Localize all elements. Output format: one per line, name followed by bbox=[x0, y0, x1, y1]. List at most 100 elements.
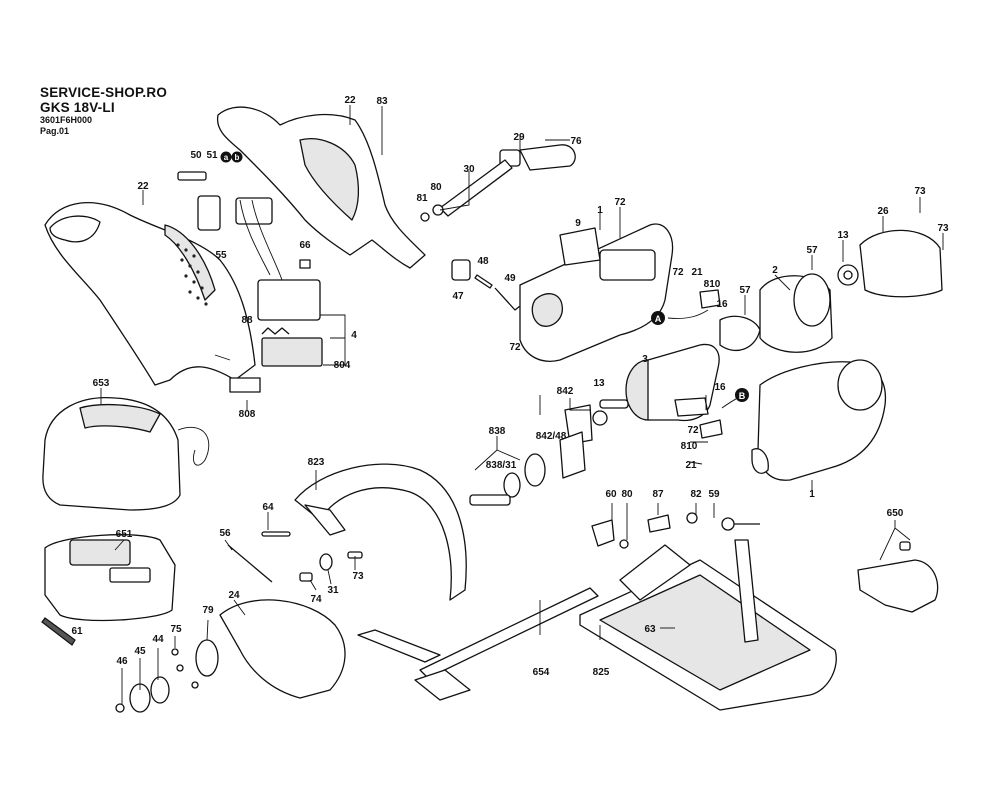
part-label: 653 bbox=[93, 378, 110, 389]
part-label: 30 bbox=[463, 164, 475, 175]
connector-a-marker: A bbox=[651, 311, 665, 325]
part-label: 64 bbox=[262, 502, 274, 513]
part-label: 24 bbox=[228, 590, 240, 601]
part-label: 842/48 bbox=[536, 431, 567, 442]
shaft-and-knob bbox=[420, 139, 576, 222]
part-label: 810 bbox=[704, 279, 721, 290]
connector-b-label: B bbox=[739, 391, 746, 401]
battery-charger bbox=[42, 396, 210, 511]
part-label: 57 bbox=[806, 245, 818, 256]
part-label: 21 bbox=[685, 460, 697, 471]
switch-assembly bbox=[177, 171, 323, 393]
hex-key bbox=[41, 617, 76, 646]
part-label: 825 bbox=[593, 667, 610, 678]
part-label: 26 bbox=[877, 206, 889, 217]
part-label: 16 bbox=[716, 299, 728, 310]
part-label: 57 bbox=[739, 285, 751, 296]
part-label: 63 bbox=[644, 624, 656, 635]
part-label: 72 bbox=[687, 425, 699, 436]
part-label: 654 bbox=[533, 667, 550, 678]
part-label: 45 bbox=[134, 646, 146, 657]
part-label: 650 bbox=[887, 508, 904, 519]
battery-pack bbox=[44, 534, 176, 622]
parallel-guide bbox=[357, 587, 599, 701]
part-label: 51 bbox=[206, 150, 218, 161]
part-label: 651 bbox=[116, 529, 133, 540]
part-label: 83 bbox=[376, 96, 388, 107]
shop-title: SERVICE-SHOP.RO bbox=[40, 85, 168, 100]
part-label: 1 bbox=[809, 489, 815, 500]
part-labels: 22 83 22 50 51 29 76 30 80 81 9 1 72 73 … bbox=[71, 95, 949, 678]
base-plate bbox=[579, 539, 837, 711]
part-label: 66 bbox=[299, 240, 311, 251]
part-label: 75 bbox=[170, 624, 182, 635]
part-label: 49 bbox=[504, 273, 516, 284]
part-label: 55 bbox=[215, 250, 227, 261]
lower-guard bbox=[115, 599, 346, 713]
part-label: 87 bbox=[652, 489, 664, 500]
fasteners bbox=[171, 512, 760, 689]
part-label: 804 bbox=[334, 360, 351, 371]
part-label: 72 bbox=[672, 267, 684, 278]
marker-a-label: a bbox=[224, 153, 229, 162]
part-label: 73 bbox=[914, 186, 926, 197]
part-label: 13 bbox=[837, 230, 849, 241]
part-label: 60 bbox=[605, 489, 617, 500]
part-label: 61 bbox=[71, 626, 83, 637]
part-label: 3 bbox=[642, 354, 648, 365]
part-label: 22 bbox=[344, 95, 356, 106]
part-label: 50 bbox=[190, 150, 202, 161]
part-label: 810 bbox=[681, 441, 698, 452]
part-label: 72 bbox=[509, 342, 521, 353]
part-label: 73 bbox=[937, 223, 949, 234]
connector-a-label: A bbox=[655, 314, 662, 324]
part-label: 79 bbox=[202, 605, 214, 616]
part-label: 1 bbox=[597, 205, 603, 216]
part-label: 73 bbox=[352, 571, 364, 582]
page-header: SERVICE-SHOP.RO GKS 18V-LI 3601F6H000 Pa… bbox=[40, 86, 167, 136]
part-label: 9 bbox=[575, 218, 581, 229]
part-label: 80 bbox=[430, 182, 442, 193]
part-label: 22 bbox=[137, 181, 149, 192]
part-label: 2 bbox=[772, 265, 778, 276]
connector-b-marker: B bbox=[735, 388, 749, 402]
part-label: 82 bbox=[690, 489, 702, 500]
model-title: GKS 18V-LI bbox=[40, 99, 115, 115]
part-label: 59 bbox=[708, 489, 720, 500]
marker-b-label: b bbox=[235, 153, 240, 162]
part-label: 21 bbox=[691, 267, 703, 278]
part-label: 44 bbox=[152, 634, 164, 645]
part-label: 838 bbox=[489, 426, 506, 437]
part-label: 16 bbox=[714, 382, 726, 393]
part-label: 31 bbox=[327, 585, 339, 596]
part-label: 842 bbox=[557, 386, 574, 397]
gearbox-housing bbox=[519, 223, 674, 362]
grip-texture bbox=[176, 243, 208, 306]
part-code: 3601F6H000 bbox=[40, 115, 93, 125]
part-label: 88 bbox=[241, 315, 253, 326]
part-label: 13 bbox=[593, 378, 605, 389]
depth-stop bbox=[857, 541, 939, 613]
part-label: 838/31 bbox=[486, 460, 517, 471]
part-label: 47 bbox=[452, 291, 464, 302]
part-label: 46 bbox=[116, 656, 128, 667]
part-label: 4 bbox=[351, 330, 357, 341]
switch-markers: a b bbox=[220, 151, 243, 163]
leader-lines bbox=[100, 105, 944, 705]
part-label: 823 bbox=[308, 457, 325, 468]
upper-blade-guard bbox=[294, 463, 467, 601]
part-label: 808 bbox=[239, 409, 256, 420]
motor-group bbox=[699, 229, 943, 481]
part-label: 81 bbox=[416, 193, 428, 204]
part-label: 80 bbox=[621, 489, 633, 500]
part-label: 76 bbox=[570, 136, 582, 147]
part-label: 48 bbox=[477, 256, 489, 267]
armature bbox=[469, 343, 723, 506]
part-label: 74 bbox=[310, 594, 322, 605]
part-label: 56 bbox=[219, 528, 231, 539]
housing-half bbox=[216, 106, 426, 269]
part-label: 72 bbox=[614, 197, 626, 208]
page-number: Pag.01 bbox=[40, 126, 70, 136]
small-parts-47-49 bbox=[451, 259, 521, 311]
